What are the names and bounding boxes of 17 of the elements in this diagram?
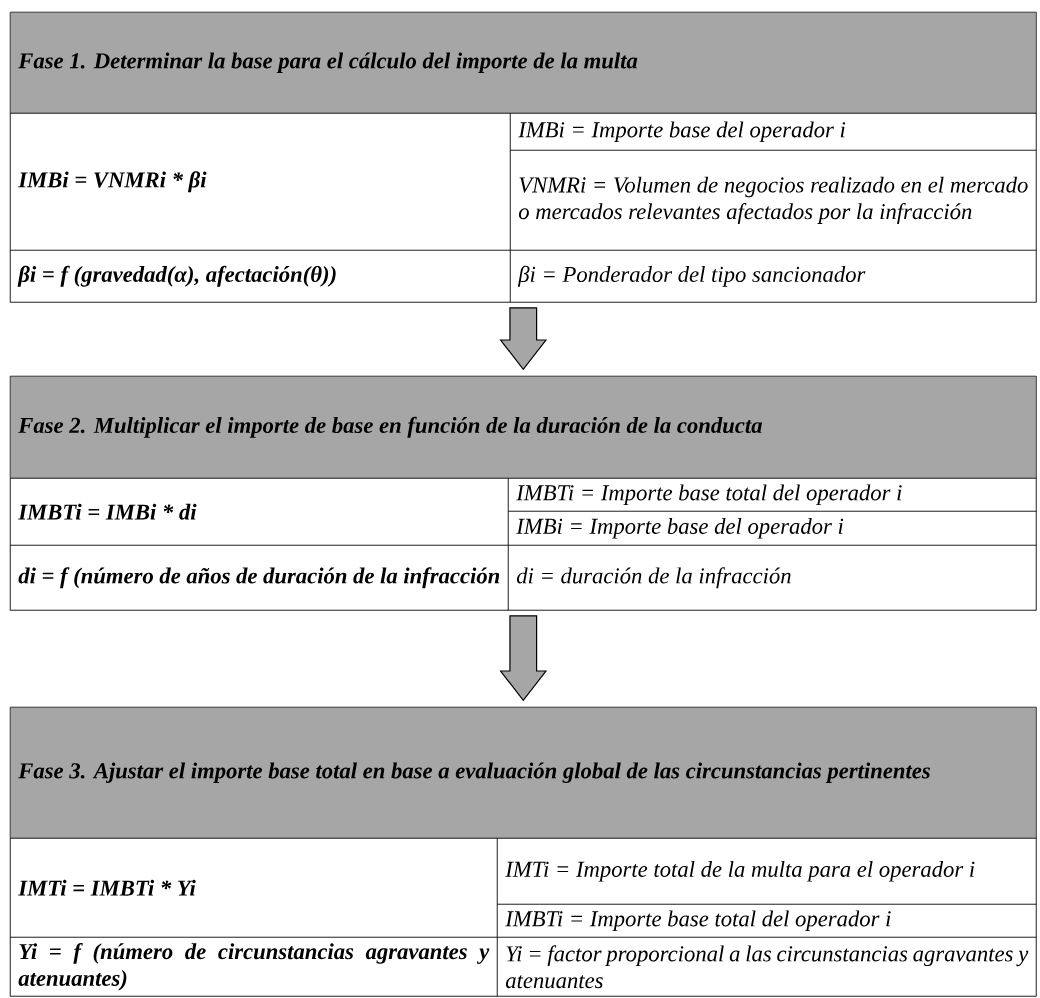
table-cell: IMBi = Importe base del operador i — [510, 113, 1037, 151]
table-cell: VNMRi = Volumen de negocios realizado en el mercado o mercados relevantes afectados por la infracción — [510, 150, 1037, 251]
block-arrow — [499, 307, 548, 371]
block-arrow — [499, 615, 548, 702]
table-cell: di = duración de la infracción — [508, 545, 1037, 611]
table-cell: IMTi = Importe total de la multa para el operador i — [497, 838, 1037, 905]
table-cell: Yi = f (número de circunstancias agravantes y atenuantes) — [10, 937, 498, 997]
table-cell: βi = Ponderador del tipo sancionador — [510, 250, 1037, 303]
table-cell: di = f (número de años de duración de la infracción — [10, 545, 509, 611]
table-cell: Yi = factor proporcional a las circunstancias agravantes y atenuantes — [497, 937, 1037, 997]
table-cell: IMBTi = Importe base total del operador i — [508, 478, 1037, 512]
table-cell: IMTi = IMBTi * Yi — [10, 838, 498, 938]
table-cell: IMBi = Importe base del operador i — [508, 511, 1037, 546]
table-cell: βi = f (gravedad(α), afectación(θ)) — [10, 250, 511, 303]
table-cell: IMBi = VNMRi * βi — [10, 113, 511, 251]
table-cell: IMBTi = IMBi * di — [10, 478, 509, 546]
table-cell: IMBTi = Importe base total del operador i — [497, 904, 1037, 938]
